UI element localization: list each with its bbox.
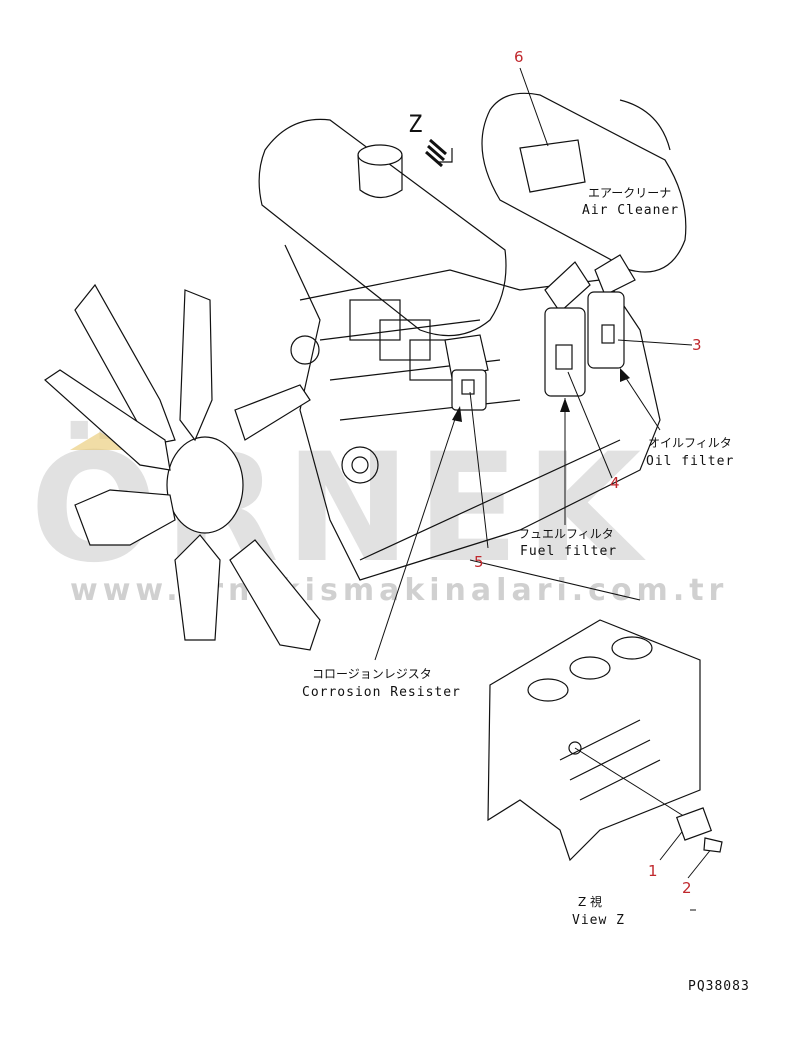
block-detail-outline — [487, 619, 701, 862]
drain-plate — [675, 807, 713, 841]
view-z-arrow: Z — [408, 110, 453, 168]
leader-6 — [519, 67, 549, 147]
oil-filter-jp: オイルフィルタ — [648, 436, 732, 450]
callout-4: 4 — [610, 474, 620, 492]
fuel-filter-en: Fuel filter — [520, 544, 617, 559]
air-cleaner-cap — [619, 99, 671, 151]
small-pulley — [290, 335, 320, 365]
corrosion-en: Corrosion Resister — [302, 685, 461, 700]
callout-6: 6 — [514, 48, 524, 66]
drain-port — [568, 741, 582, 755]
fan-blade-2 — [179, 289, 213, 442]
callout-2: 2 — [682, 879, 692, 897]
oil-filter-head — [594, 254, 636, 296]
corrosion-resister-head — [444, 334, 489, 379]
leader-corrosion-arrow — [452, 406, 462, 422]
leader-corrosion — [374, 409, 459, 661]
fan-hub — [166, 436, 244, 534]
fan-blade-4 — [74, 489, 176, 546]
callout-5: 5 — [474, 553, 484, 571]
leader-fuel-filter-arrow — [560, 398, 570, 412]
engine-block-outline — [284, 244, 661, 581]
engine-oilpan-line — [359, 439, 621, 561]
bore-1 — [527, 678, 569, 702]
fuel-filter-jp: フュエルフィルタ — [518, 527, 614, 541]
leader-4 — [567, 371, 613, 479]
leader-1 — [659, 827, 686, 861]
view-z-arrow-icon — [425, 138, 447, 168]
fuel-filter-label — [555, 344, 573, 370]
fan-blade-7 — [234, 384, 311, 441]
exhaust-pipe — [357, 154, 403, 199]
leader-oil-filter-arrow — [620, 368, 630, 382]
oil-filter — [587, 291, 625, 369]
bore-2 — [569, 656, 611, 680]
fan-blade-6 — [229, 539, 321, 651]
air-cleaner-en: Air Cleaner — [582, 203, 679, 218]
callout-numbers: 6 3 4 5 1 2 — [474, 48, 702, 897]
leader-oil-filter — [621, 371, 661, 431]
corrosion-resister — [451, 369, 487, 411]
leader-3 — [617, 339, 693, 346]
pulley-hub — [351, 456, 369, 474]
bore-3 — [611, 636, 653, 660]
corrosion-jp: コロージョンレジスタ — [312, 667, 432, 681]
engine-illustration — [258, 92, 687, 581]
drain-plug — [703, 837, 723, 853]
leader-2 — [687, 847, 713, 879]
callout-1: 1 — [648, 862, 658, 880]
view-z-en: View Z — [572, 913, 625, 928]
pulley — [341, 446, 379, 484]
view-z-jp: Z 視 — [578, 894, 602, 909]
fuel-filter-head — [544, 261, 591, 313]
drain-leader — [574, 747, 691, 821]
watermark-accent — [70, 432, 130, 450]
cooling-fan — [44, 283, 321, 651]
view-separator-line — [469, 559, 641, 601]
leader-5 — [469, 391, 489, 549]
view-z-arrow-head — [438, 148, 453, 163]
view-letter: Z — [408, 110, 423, 138]
muffler — [258, 118, 507, 337]
fuel-filter — [544, 307, 586, 397]
oil-filter-label — [601, 324, 615, 344]
leader-lines — [374, 67, 713, 879]
fan-blade-5 — [174, 534, 221, 641]
watermark-url: www.ornekismakinalari.com.tr — [70, 573, 728, 608]
drawing-code: PQ38083 — [688, 979, 750, 994]
corrosion-resister-label — [461, 379, 475, 395]
air-cleaner-jp: エアークリーナ — [588, 186, 671, 200]
view-z-detail — [487, 619, 723, 862]
exhaust-pipe-top — [357, 144, 403, 166]
oil-filter-en: Oil filter — [646, 454, 734, 469]
part-labels: エアークリーナ Air Cleaner オイルフィルタ Oil filter フ… — [302, 186, 750, 994]
fan-blade-3 — [44, 369, 171, 471]
callout-3: 3 — [692, 336, 702, 354]
air-cleaner-label-plate — [519, 139, 586, 193]
